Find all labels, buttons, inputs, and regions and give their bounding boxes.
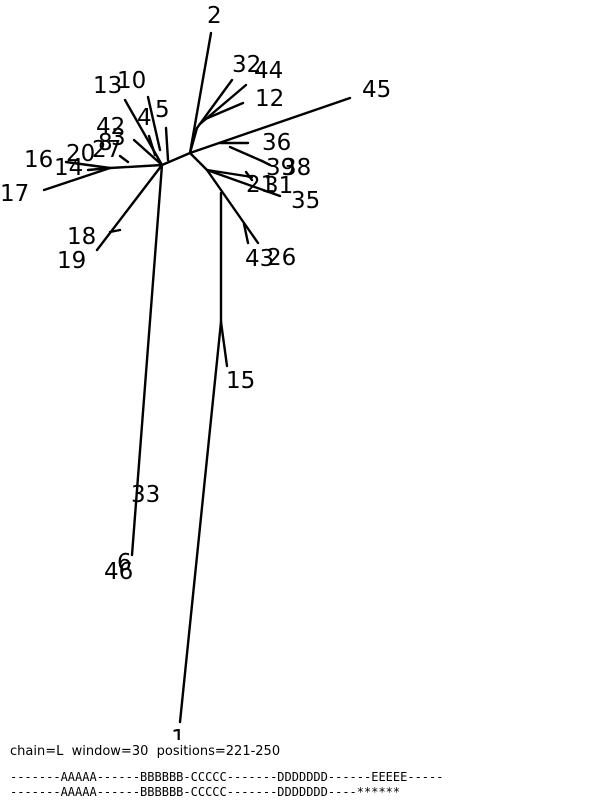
- branch-12: [201, 101, 245, 122]
- leaf-label-46: 46: [104, 559, 133, 585]
- sequence-line-2: -------AAAAA------BBBBBB-CCCCC-------DDD…: [10, 785, 401, 799]
- branch-14: [86, 166, 112, 172]
- branch-21-tip: [244, 170, 254, 182]
- leaf-label-18: 18: [67, 224, 96, 250]
- leaf-label-15: 15: [226, 368, 255, 394]
- leaf-label-19: 19: [57, 248, 86, 274]
- leaf-label-39: 39: [266, 155, 295, 181]
- leaf-label-14: 14: [54, 155, 83, 181]
- leaf-label-2: 2: [207, 3, 222, 29]
- tree-branches: [42, 31, 352, 724]
- branch-21: [205, 168, 254, 179]
- branch-43-26: [205, 168, 260, 245]
- branch-16: [64, 160, 112, 170]
- leaf-label-12: 12: [255, 86, 284, 112]
- leaf-label-4: 4: [137, 105, 152, 131]
- branch-43-tip: [242, 222, 250, 245]
- leaf-label-3: 3: [111, 125, 126, 151]
- leaf-label-6: 6: [117, 550, 132, 576]
- leaf-label-32: 32: [232, 52, 261, 78]
- tree-leaf-labels: 2 32 44 12 45 13 10 5 42 4 8 3 20 27 16 …: [0, 3, 391, 740]
- branch-10: [146, 95, 162, 152]
- branch-18: [108, 228, 122, 234]
- leaf-label-35: 35: [291, 188, 320, 214]
- branch-18-19: [95, 163, 164, 252]
- leaf-label-33: 33: [131, 482, 160, 508]
- leaf-label-42: 42: [96, 114, 125, 140]
- leaf-label-38: 38: [282, 155, 311, 181]
- branch-lower-right: [188, 151, 209, 172]
- branch-33-46: [130, 163, 164, 557]
- leaf-label-1: 1: [171, 726, 186, 740]
- branch-hub: [160, 151, 192, 167]
- leaf-label-21: 21: [246, 172, 275, 198]
- branch-17: [42, 166, 112, 192]
- branch-45: [188, 96, 352, 155]
- branch-1: [178, 320, 223, 724]
- leaf-label-43: 43: [245, 246, 274, 272]
- leaf-label-26: 26: [267, 245, 296, 271]
- leaf-label-17: 17: [0, 181, 29, 207]
- leaf-label-10: 10: [117, 68, 146, 94]
- tree-parameters-caption: chain=L window=30 positions=221-250: [10, 744, 281, 759]
- sequence-line-1: -------AAAAA------BBBBBB-CCCCC-------DDD…: [10, 770, 444, 784]
- branch-left-stem: [108, 163, 164, 170]
- branch-27: [118, 154, 130, 164]
- leaf-label-5: 5: [155, 97, 170, 123]
- leaf-label-20: 20: [66, 141, 95, 167]
- leaf-label-16: 16: [24, 147, 53, 173]
- branch-15: [219, 320, 229, 368]
- leaf-label-44: 44: [254, 58, 283, 84]
- leaf-label-13: 13: [93, 73, 122, 99]
- leaf-label-45: 45: [362, 77, 391, 103]
- leaf-label-8: 8: [98, 130, 113, 156]
- branch-4: [147, 134, 157, 157]
- branch-42: [132, 138, 164, 167]
- leaf-label-31: 31: [264, 173, 293, 199]
- branch-upper-right: [188, 126, 199, 155]
- branch-39-38: [228, 145, 264, 163]
- leaf-label-36: 36: [262, 130, 291, 156]
- phylogenetic-tree: 2 32 44 12 45 13 10 5 42 4 8 3 20 27 16 …: [0, 3, 391, 740]
- branch-31-35: [205, 168, 282, 198]
- branch-2: [188, 31, 213, 155]
- branch-39-tip: [260, 159, 272, 167]
- branch-5: [164, 126, 170, 162]
- leaf-label-27: 27: [92, 137, 121, 163]
